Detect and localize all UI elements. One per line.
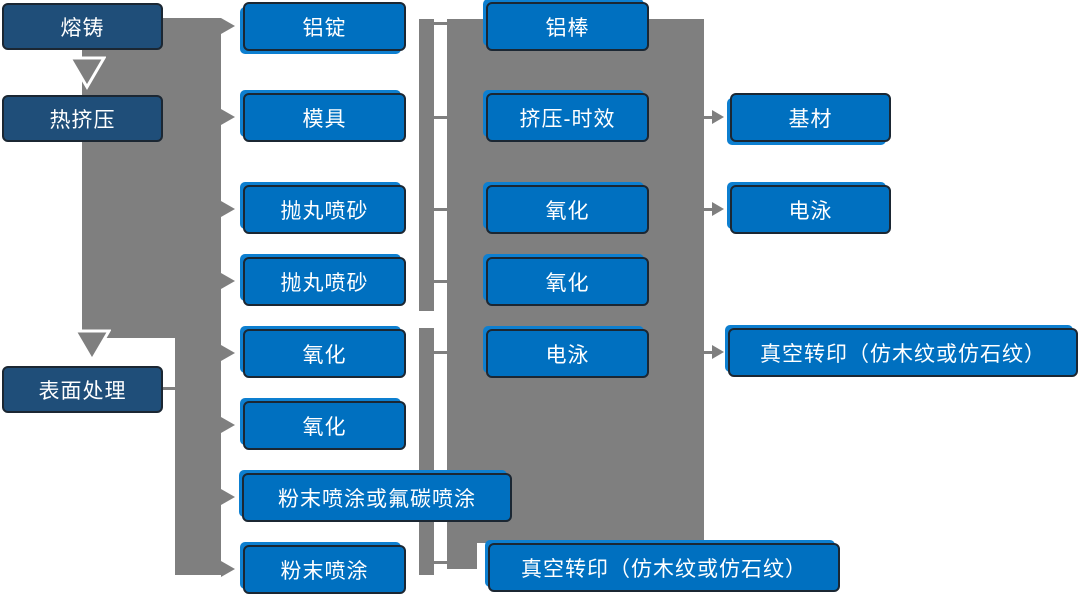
arrow-right-icon xyxy=(221,109,235,125)
node-oxidation-1: 氧化 xyxy=(243,329,406,378)
node-oxidation-2: 氧化 xyxy=(243,401,406,450)
node-electrophoresis-2: 电泳 xyxy=(730,185,891,234)
node-aluminium-ingot: 铝锭 xyxy=(243,2,406,51)
node-surface-treatment: 表面处理 xyxy=(2,366,163,413)
connector-band-left-narrow xyxy=(175,338,221,575)
node-melting-casting: 熔铸 xyxy=(2,3,163,50)
connector-stub xyxy=(704,351,713,354)
arrow-down-icon xyxy=(68,56,106,90)
arrow-right-icon xyxy=(221,18,235,34)
node-oxidation-3: 氧化 xyxy=(486,185,649,234)
connector-stub xyxy=(704,116,713,119)
node-base-material: 基材 xyxy=(730,93,891,142)
arrow-right-icon xyxy=(221,417,235,433)
node-shot-blasting-2: 抛丸喷砂 xyxy=(243,257,406,306)
arrow-right-icon xyxy=(221,489,235,505)
connector-stub xyxy=(434,22,448,25)
connector-stub xyxy=(434,208,448,211)
arrow-right-icon xyxy=(221,273,235,289)
connector-stub-surface-treatment xyxy=(163,387,177,390)
arrow-right-icon xyxy=(712,345,724,359)
node-mould: 模具 xyxy=(243,93,406,142)
node-hot-extrusion: 热挤压 xyxy=(2,95,163,142)
connector-bar-middle-bottom xyxy=(419,328,434,575)
arrow-right-icon xyxy=(712,110,724,124)
connector-stub xyxy=(704,208,713,211)
arrow-right-icon xyxy=(221,201,235,217)
node-extrusion-aging: 挤压-时效 xyxy=(486,93,649,142)
node-oxidation-4: 氧化 xyxy=(486,257,649,306)
node-powder-coating: 粉末喷涂 xyxy=(243,545,406,594)
connector-stub xyxy=(434,561,450,564)
node-electrophoresis-1: 电泳 xyxy=(486,329,649,378)
connector-band-left-wide xyxy=(82,18,221,338)
arrow-right-icon xyxy=(712,202,724,216)
arrow-down-icon xyxy=(73,329,111,363)
node-powder-or-fluorocarbon-coating: 粉末喷涂或氟碳喷涂 xyxy=(242,473,512,522)
arrow-right-icon xyxy=(221,345,235,361)
node-vacuum-transfer-bottom: 真空转印（仿木纹或仿石纹） xyxy=(488,543,840,592)
node-vacuum-transfer-right: 真空转印（仿木纹或仿石纹） xyxy=(728,328,1078,377)
connector-stub xyxy=(434,280,448,283)
connector-stub xyxy=(434,351,448,354)
connector-stub xyxy=(434,116,448,119)
arrow-right-icon xyxy=(221,561,235,577)
connector-block-center-foot xyxy=(447,543,477,569)
connector-bar-middle-top xyxy=(419,19,434,311)
node-shot-blasting-1: 抛丸喷砂 xyxy=(243,185,406,234)
node-aluminium-rod: 铝棒 xyxy=(486,2,649,51)
